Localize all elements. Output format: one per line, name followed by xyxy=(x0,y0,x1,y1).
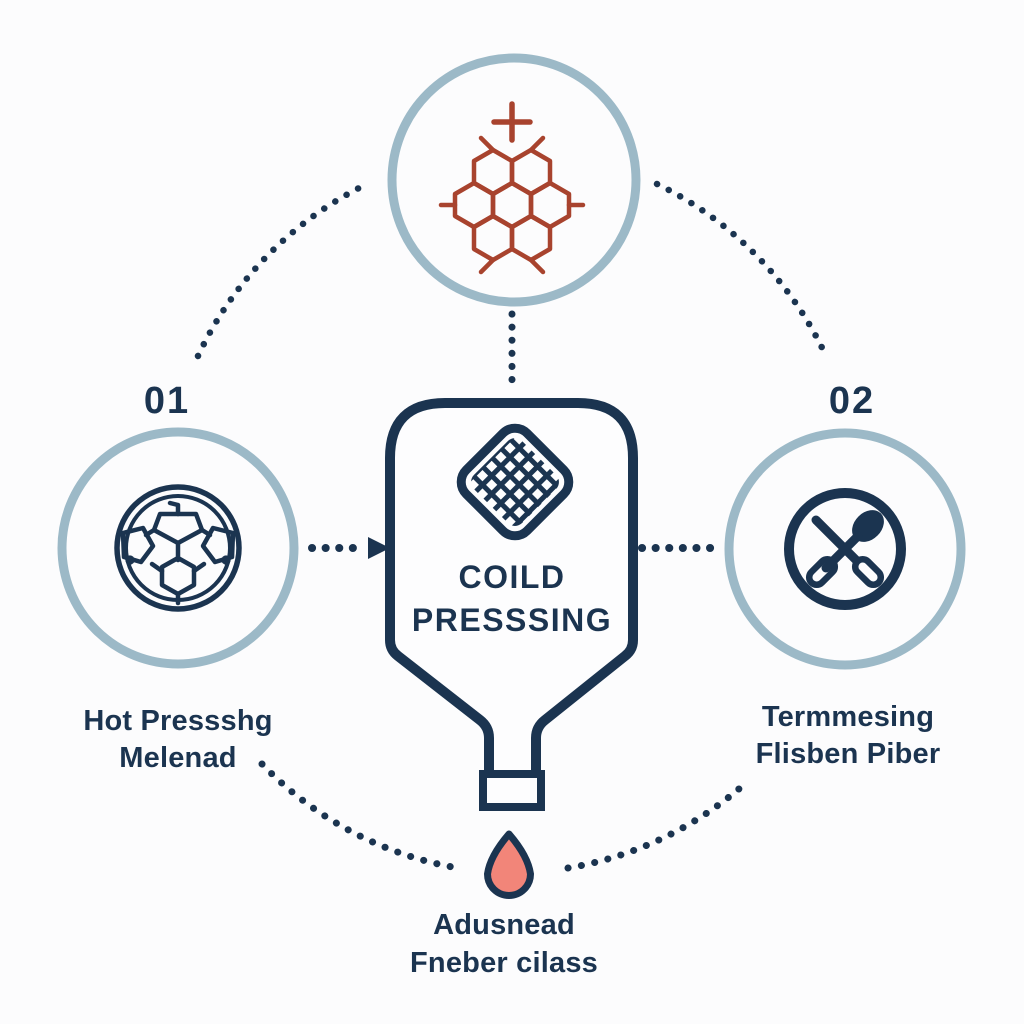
step-number-left: 01 xyxy=(143,380,191,422)
arc-bottom-right xyxy=(564,784,744,872)
right-step-label-line1: Termmesing xyxy=(761,701,935,733)
right-circle-node xyxy=(724,428,966,670)
arc-top-right xyxy=(653,180,830,360)
molecule-circle-icon xyxy=(114,484,242,612)
flask-title-line2: PRESSSING xyxy=(411,602,613,638)
flask-title: COILD PRESSSING xyxy=(392,556,632,642)
plus-icon xyxy=(491,101,533,143)
dotted-connectors xyxy=(194,180,830,872)
left-step-label: Hot Pressshg Melenad xyxy=(36,703,320,777)
top-circle-ring xyxy=(387,53,641,307)
left-circle-ring xyxy=(57,427,299,669)
bottom-output-label-line1: Adusnead xyxy=(433,909,575,941)
crossed-utensils-icon xyxy=(784,488,906,610)
left-step-label-line1: Hot Pressshg xyxy=(83,705,273,737)
hexagon-molecule-icon xyxy=(438,101,586,275)
left-circle-node xyxy=(57,427,299,669)
top-circle-node xyxy=(387,53,641,307)
left-step-label-line2: Melenad xyxy=(119,742,237,774)
arrowhead-icon xyxy=(368,537,390,559)
right-circle-ring xyxy=(724,428,966,670)
bottom-output-label-line2: Fneber cilass xyxy=(410,947,598,979)
flask-title-line1: COILD xyxy=(458,559,566,595)
step-number-right: 02 xyxy=(828,380,876,422)
arc-top-left xyxy=(194,180,371,360)
arc-bottom-left xyxy=(258,760,462,872)
right-step-label-line2: Flisben Piber xyxy=(755,738,941,770)
flask-outline xyxy=(385,398,638,776)
right-step-label: Termmesing Flisben Piber xyxy=(706,699,990,773)
flask-spout xyxy=(479,770,545,811)
stick-icon xyxy=(811,515,861,565)
mesh-sieve-icon xyxy=(456,423,574,541)
cold-press-flask xyxy=(385,398,638,811)
bottom-output-label: Adusnead Fneber cilass xyxy=(354,906,654,982)
oil-drop-icon xyxy=(484,830,534,899)
